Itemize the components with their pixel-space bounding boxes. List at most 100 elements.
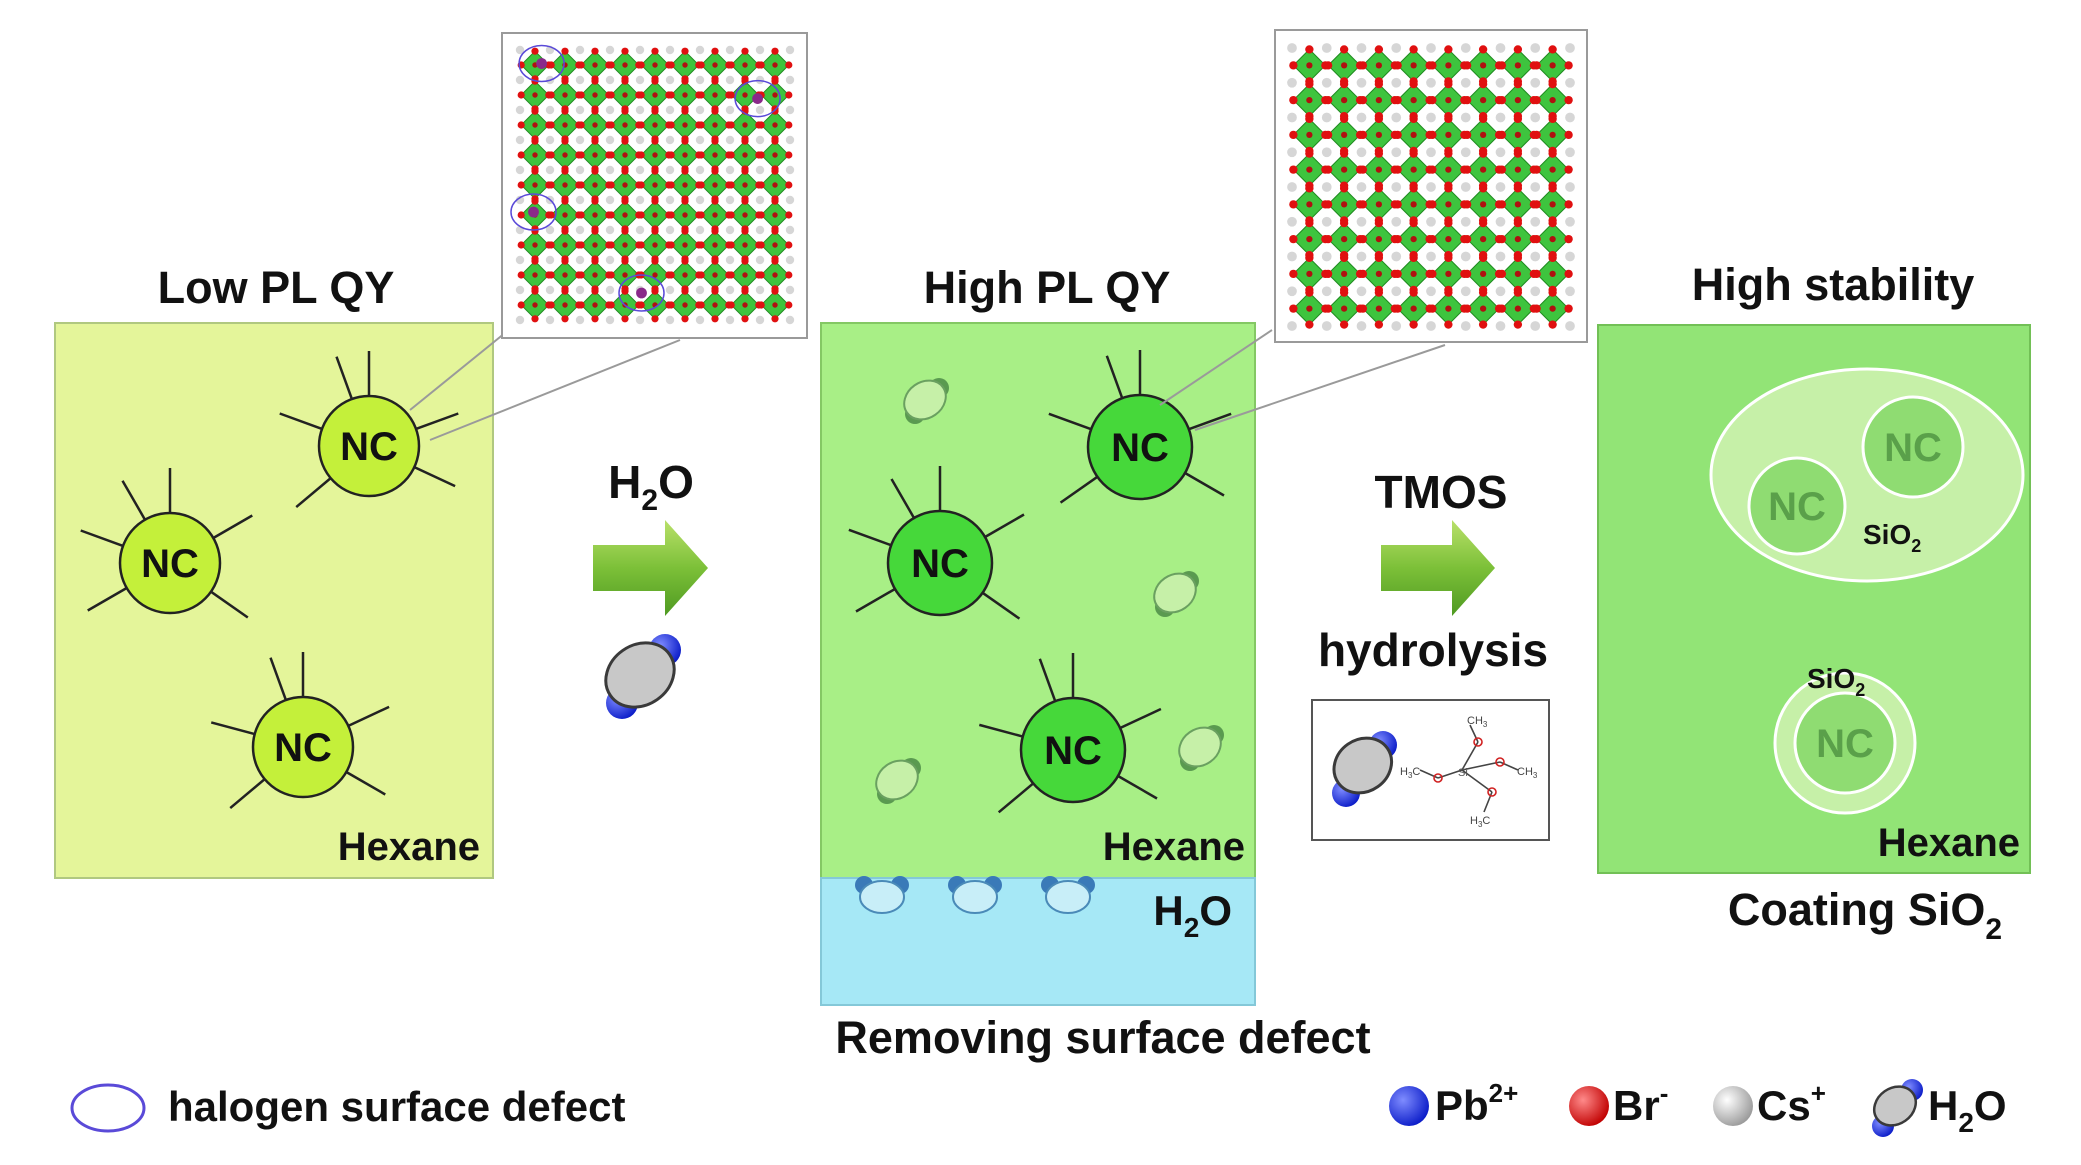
cs-atom bbox=[575, 165, 585, 175]
br-atom bbox=[1323, 304, 1333, 313]
br-atom bbox=[1409, 253, 1418, 263]
pb-atom bbox=[532, 182, 538, 188]
br-atom bbox=[531, 137, 539, 145]
cs-atom bbox=[1565, 251, 1575, 262]
zoom-line bbox=[409, 332, 506, 411]
br-atom bbox=[757, 211, 765, 219]
br-atom bbox=[1358, 95, 1368, 105]
br-atom bbox=[1497, 269, 1507, 279]
pb-atom bbox=[1306, 235, 1313, 243]
panel-low-title: Low PL QY bbox=[158, 262, 395, 313]
br-atom bbox=[697, 91, 705, 99]
br-atom bbox=[1497, 200, 1507, 209]
pb-atom bbox=[592, 272, 598, 278]
br-atom bbox=[667, 301, 675, 309]
pb-atom bbox=[562, 242, 568, 248]
ligand bbox=[335, 356, 354, 400]
sio2-label: SiO2 bbox=[1863, 519, 1921, 556]
br-atom bbox=[1532, 304, 1541, 313]
cs-atom bbox=[1287, 182, 1297, 192]
cs-atom bbox=[695, 315, 705, 325]
br-atom bbox=[1462, 269, 1472, 279]
panel-high-stability: High stability NC NC SiO2 NC SiO2 Hexane… bbox=[1597, 259, 2031, 946]
br-atom bbox=[771, 137, 779, 145]
cs-atom bbox=[725, 225, 735, 235]
br-atom bbox=[517, 91, 525, 99]
pb-atom bbox=[1375, 201, 1383, 208]
cs-atom bbox=[695, 45, 705, 55]
br-atom bbox=[771, 167, 779, 175]
br-atom bbox=[1305, 253, 1314, 263]
br-atom bbox=[577, 91, 585, 99]
cs-atom bbox=[1495, 216, 1506, 227]
nc-label: NC bbox=[1768, 485, 1826, 529]
legend-pb-label: Pb2+ bbox=[1435, 1078, 1518, 1129]
br-atom bbox=[771, 77, 779, 85]
water-molecule-icon bbox=[604, 634, 681, 719]
cs-atom bbox=[545, 285, 555, 295]
cs-atom bbox=[1460, 43, 1471, 53]
br-atom bbox=[547, 271, 555, 279]
br-atom bbox=[1444, 45, 1453, 54]
cs-atom bbox=[515, 45, 525, 55]
pb-atom bbox=[1410, 235, 1417, 243]
pb-atom bbox=[1340, 96, 1348, 104]
legend-defect-label: halogen surface defect bbox=[168, 1083, 625, 1130]
pb-atom bbox=[1306, 305, 1313, 312]
cs-atom bbox=[1321, 251, 1332, 262]
br-atom bbox=[517, 211, 525, 219]
cs-atom bbox=[1530, 147, 1541, 158]
cs-atom bbox=[665, 45, 675, 55]
pb-atom bbox=[1410, 62, 1417, 69]
cs-atom bbox=[1495, 77, 1506, 88]
br-atom bbox=[1548, 184, 1557, 193]
nanocrystal-core bbox=[118, 511, 222, 615]
br-atom bbox=[697, 151, 705, 159]
br-atom bbox=[681, 197, 689, 205]
br-atom bbox=[621, 287, 629, 295]
br-atom bbox=[621, 315, 629, 323]
nanocrystal: NC bbox=[80, 468, 253, 619]
br-atom bbox=[1289, 130, 1298, 140]
cs-atom bbox=[785, 105, 795, 115]
br-atom bbox=[1339, 149, 1349, 158]
cs-atom bbox=[725, 45, 735, 55]
br-atom bbox=[637, 121, 645, 129]
br-atom bbox=[561, 315, 569, 323]
ligand bbox=[345, 770, 386, 796]
cs-atom bbox=[1287, 112, 1297, 123]
pb-atom bbox=[1549, 270, 1556, 278]
cs-atom bbox=[1495, 112, 1506, 123]
br-atom bbox=[531, 167, 539, 175]
br-atom bbox=[727, 211, 735, 219]
pb-atom bbox=[1340, 131, 1348, 139]
cs-atom bbox=[755, 45, 765, 55]
br-atom bbox=[727, 271, 735, 279]
vacancy-site bbox=[636, 287, 647, 299]
br-atom bbox=[667, 181, 675, 189]
pb-atom bbox=[682, 152, 688, 158]
pb-atom bbox=[652, 272, 658, 278]
br-atom bbox=[667, 91, 675, 99]
br-atom bbox=[711, 137, 719, 145]
zoom-line bbox=[429, 339, 681, 441]
br-atom bbox=[1513, 45, 1523, 54]
br-atom bbox=[1444, 79, 1453, 89]
br-atom bbox=[667, 61, 675, 69]
br-atom bbox=[517, 121, 525, 129]
br-atom bbox=[1478, 184, 1488, 193]
pb-atom bbox=[1445, 201, 1452, 208]
br-atom bbox=[1323, 61, 1333, 70]
cs-atom bbox=[1426, 77, 1436, 88]
cs-atom bbox=[785, 255, 795, 265]
cs-atom bbox=[785, 75, 795, 85]
br-atom bbox=[1358, 304, 1368, 313]
br-atom bbox=[591, 315, 599, 323]
pb-atom bbox=[1375, 305, 1383, 312]
cs-atom bbox=[695, 165, 705, 175]
br-atom bbox=[591, 47, 599, 55]
pb-atom bbox=[652, 242, 658, 248]
br-atom bbox=[1393, 95, 1402, 105]
br-atom bbox=[517, 301, 525, 309]
